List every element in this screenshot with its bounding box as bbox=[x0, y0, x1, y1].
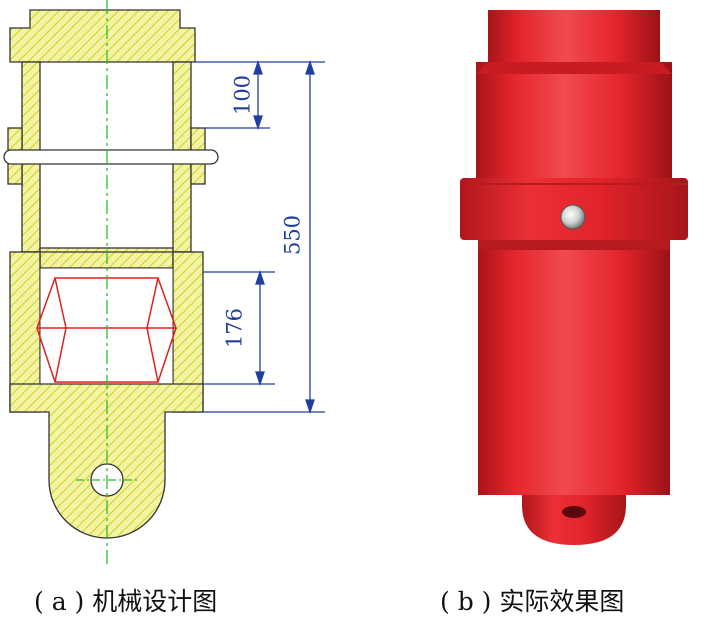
dimension-176 bbox=[203, 269, 275, 387]
caption-a: ( a ) 机械设计图 bbox=[34, 587, 218, 616]
rendered-model bbox=[460, 10, 688, 545]
dimension-176-label: 176 bbox=[223, 308, 247, 348]
dome-hole bbox=[562, 506, 586, 518]
dimension-550-label: 550 bbox=[281, 215, 305, 255]
dimension-550 bbox=[203, 59, 325, 415]
caption-b: ( b ) 实际效果图 bbox=[440, 587, 625, 616]
top-cap bbox=[9, 9, 196, 63]
bottom-dome bbox=[522, 495, 626, 545]
dimension-100 bbox=[195, 59, 325, 131]
pin-head bbox=[560, 204, 586, 230]
dimension-100-label: 100 bbox=[231, 75, 255, 115]
cross-pin bbox=[3, 149, 219, 165]
mechanical-design-drawing: 100 550 176 bbox=[3, 0, 325, 566]
upper-body bbox=[476, 62, 672, 180]
top-shaft bbox=[488, 10, 660, 62]
lower-body bbox=[478, 240, 670, 495]
